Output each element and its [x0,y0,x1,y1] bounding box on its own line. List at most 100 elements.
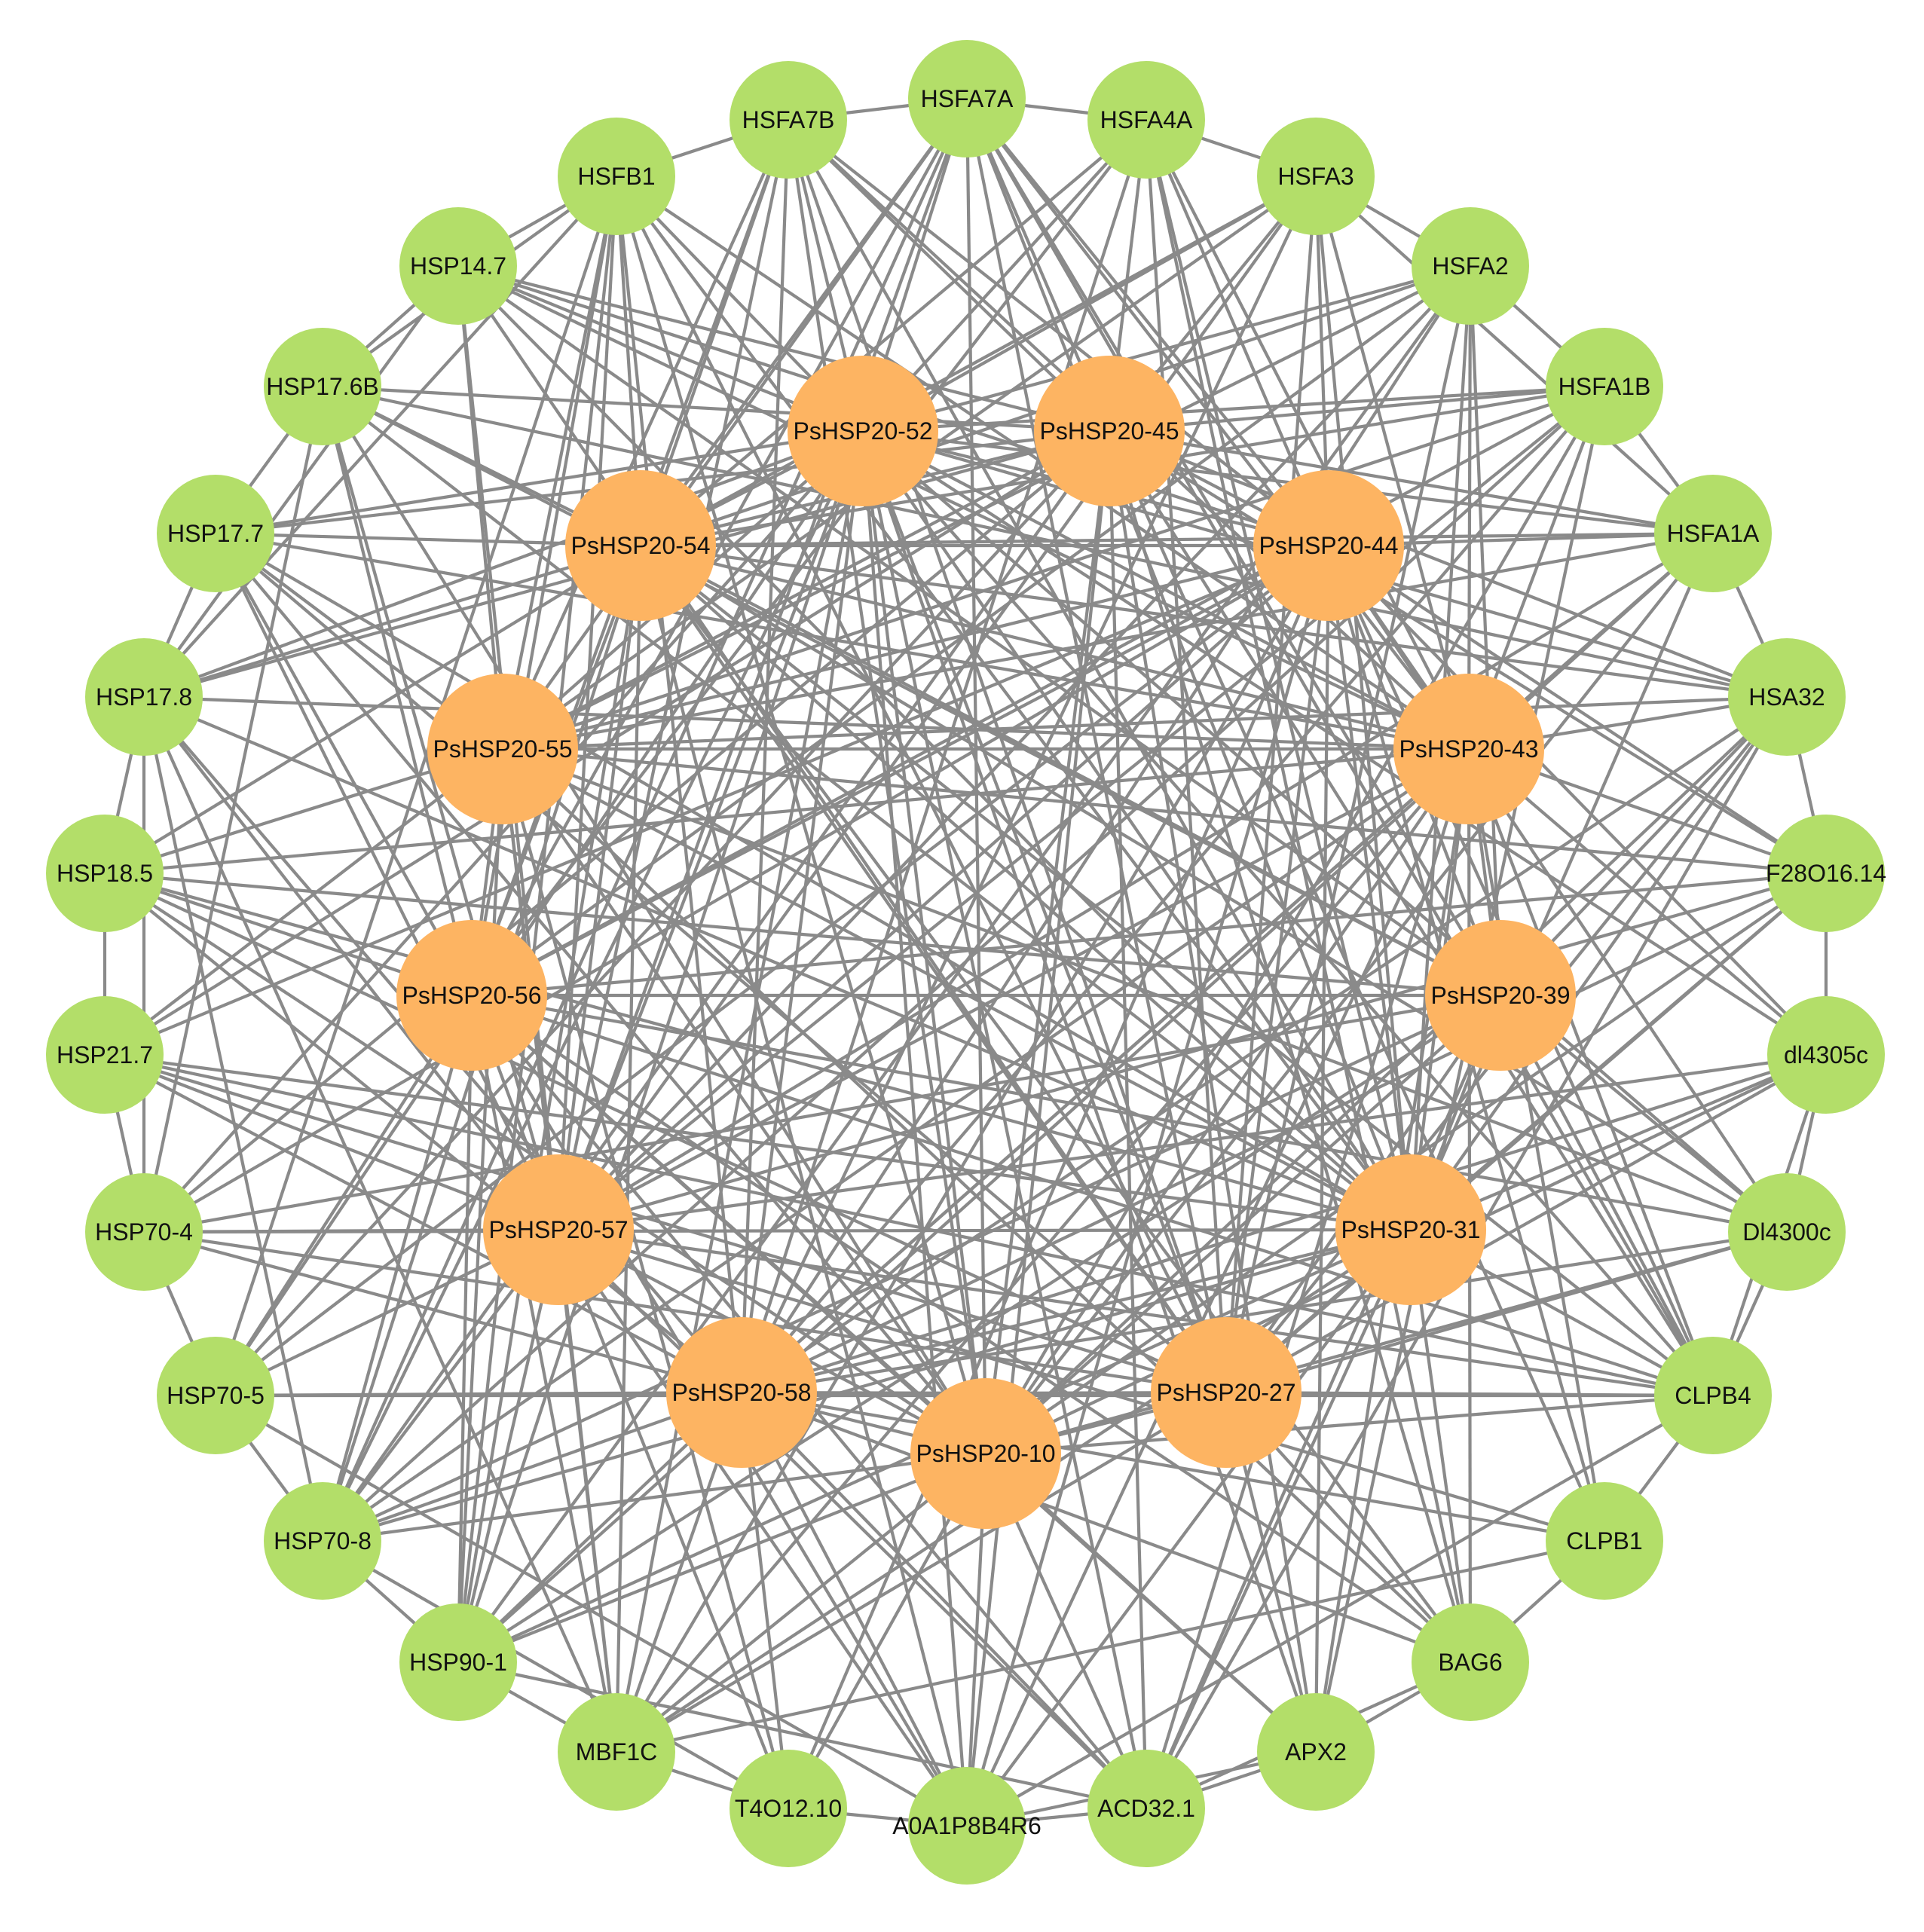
inner-node-circle[interactable] [1393,674,1544,824]
outer-node[interactable]: HSFA7B [730,61,847,179]
outer-node[interactable]: CLPB4 [1654,1337,1772,1454]
outer-node-circle[interactable] [1412,1603,1529,1721]
outer-node-circle[interactable] [1767,996,1885,1114]
inner-node-circle[interactable] [1151,1317,1302,1468]
outer-node-label: HSP17.7 [167,520,264,547]
outer-node[interactable]: HSP14.7 [399,207,517,325]
inner-node[interactable]: PsHSP20-56 [396,920,547,1071]
interaction-edge [142,696,618,1753]
outer-node-circle[interactable] [730,61,847,179]
outer-node-circle[interactable] [157,475,274,592]
outer-node-circle[interactable] [399,1603,517,1721]
outer-node-circle[interactable] [85,1173,203,1291]
outer-node-circle[interactable] [730,1750,847,1867]
inner-node-circle[interactable] [565,470,716,621]
inner-node[interactable]: PsHSP20-45 [1034,356,1185,506]
outer-node-circle[interactable] [399,207,517,325]
inner-node[interactable]: PsHSP20-10 [910,1378,1061,1529]
outer-node-circle[interactable] [1412,207,1529,325]
inner-node[interactable]: PsHSP20-39 [1425,920,1576,1071]
outer-node-label: HSP17.6B [266,373,378,400]
interaction-edge [557,1228,1148,1810]
inner-node[interactable]: PsHSP20-31 [1335,1154,1486,1305]
outer-node[interactable]: BAG6 [1412,1603,1529,1721]
outer-node-circle[interactable] [1546,328,1663,445]
outer-node-circle[interactable] [1087,1750,1205,1867]
outer-node[interactable]: HSP18.5 [46,815,164,932]
outer-node[interactable]: HSFA2 [1412,207,1529,325]
outer-node[interactable]: CLPB1 [1546,1482,1663,1600]
interaction-edge [215,531,1470,751]
outer-node-circle[interactable] [264,328,381,445]
outer-node[interactable]: HSFA7A [908,40,1026,157]
inner-node-circle[interactable] [1253,470,1404,621]
interaction-edge [557,1228,968,1827]
outer-node[interactable]: Dl4300c [1728,1173,1846,1291]
outer-node-circle[interactable] [1654,1337,1772,1454]
outer-node-circle[interactable] [264,1482,381,1600]
inner-node[interactable]: PsHSP20-52 [788,356,938,506]
outer-node[interactable]: HSP17.6B [264,328,381,445]
outer-node[interactable]: HSP70-5 [157,1337,274,1454]
interaction-edge [965,97,1330,547]
inner-node[interactable]: PsHSP20-58 [666,1317,817,1468]
inner-node-circle[interactable] [427,674,578,824]
outer-node-circle[interactable] [85,638,203,756]
inner-node-circle[interactable] [1034,356,1185,506]
outer-node[interactable]: HSFA3 [1257,118,1375,235]
inner-node[interactable]: PsHSP20-44 [1253,470,1404,621]
outer-node[interactable]: T4O12.10 [730,1750,847,1867]
outer-node-circle[interactable] [1257,118,1375,235]
outer-node[interactable]: HSA32 [1728,638,1846,756]
interaction-edge [142,696,325,1542]
outer-node[interactable]: dl4305c [1767,996,1885,1114]
outer-node-circle[interactable] [1087,61,1205,179]
outer-node-circle[interactable] [1728,638,1846,756]
outer-node[interactable]: F28O16.14 [1766,815,1886,932]
outer-node[interactable]: APX2 [1257,1693,1375,1811]
interaction-edge [615,1452,987,1753]
inner-node-circle[interactable] [396,920,547,1071]
outer-node-circle[interactable] [1728,1173,1846,1291]
outer-node-circle[interactable] [46,815,164,932]
outer-node[interactable]: MBF1C [558,1693,675,1811]
outer-node[interactable]: HSP17.7 [157,475,274,592]
inner-node[interactable]: PsHSP20-57 [483,1154,634,1305]
outer-node[interactable]: HSP21.7 [46,996,164,1114]
inner-node-circle[interactable] [788,356,938,506]
outer-node-circle[interactable] [1257,1693,1375,1811]
outer-node-circle[interactable] [1546,1482,1663,1600]
inner-node[interactable]: PsHSP20-27 [1151,1317,1302,1468]
outer-node-circle[interactable] [558,118,675,235]
inner-node-circle[interactable] [910,1378,1061,1529]
outer-node-circle[interactable] [558,1693,675,1811]
outer-node[interactable]: ACD32.1 [1087,1750,1205,1867]
inner-node[interactable]: PsHSP20-43 [1393,674,1544,824]
outer-node[interactable]: HSP17.8 [85,638,203,756]
outer-node-circle[interactable] [1654,475,1772,592]
outer-node[interactable]: HSFA1A [1654,475,1772,592]
outer-node-circle[interactable] [157,1337,274,1454]
interaction-edge [214,532,1412,1231]
outer-node[interactable]: HSP70-8 [264,1482,381,1600]
outer-node[interactable]: HSFA4A [1087,61,1205,179]
inner-node-circle[interactable] [1425,920,1576,1071]
inner-node-circle[interactable] [1335,1154,1486,1305]
interaction-edge [470,118,1148,997]
outer-node[interactable]: HSFA1B [1546,328,1663,445]
outer-node[interactable]: A0A1P8B4R6 [892,1767,1042,1885]
inner-node[interactable]: PsHSP20-54 [565,470,716,621]
outer-node-circle[interactable] [908,40,1026,157]
outer-node-circle[interactable] [908,1767,1026,1885]
outer-node-circle[interactable] [1767,815,1885,932]
interaction-edge [740,532,1714,1394]
outer-node[interactable]: HSFB1 [558,118,675,235]
interaction-edge [104,872,1227,1394]
outer-node[interactable]: HSP90-1 [399,1603,517,1721]
outer-node[interactable]: HSP70-4 [85,1173,203,1291]
inner-node-label: PsHSP20-57 [489,1216,629,1243]
inner-node-circle[interactable] [483,1154,634,1305]
inner-node[interactable]: PsHSP20-55 [427,674,578,824]
outer-node-circle[interactable] [46,996,164,1114]
inner-node-circle[interactable] [666,1317,817,1468]
